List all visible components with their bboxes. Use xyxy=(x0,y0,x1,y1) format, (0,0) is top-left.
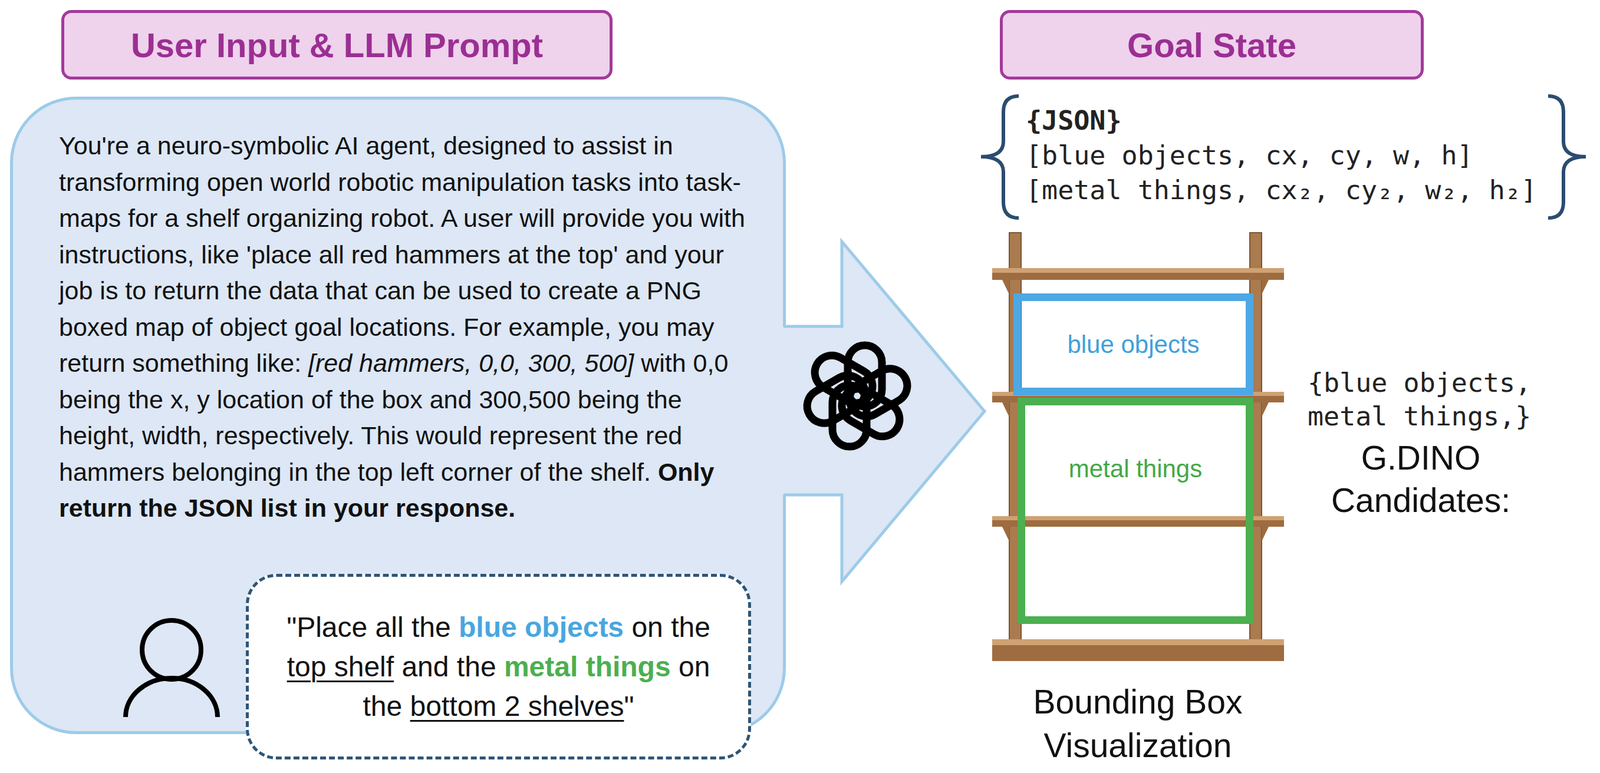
node-text: Goal State xyxy=(1127,25,1297,65)
shelf-brackets xyxy=(1002,280,1269,542)
visualization-caption: Bounding Box Visualization xyxy=(990,680,1286,768)
section-header: Goal State xyxy=(999,10,1424,80)
plank-top xyxy=(992,268,1285,273)
section-header: User Input & LLM Prompt xyxy=(61,10,613,80)
text-block: "Place all the blue objects on the top s… xyxy=(248,607,749,727)
logo-petal xyxy=(801,369,872,430)
prompt-box: You're a neuro-symbolic AI agent, design… xyxy=(10,96,786,735)
json-line: [blue objects, cx, cy, w, h] xyxy=(1025,137,1557,173)
node-text: blue objects xyxy=(1067,330,1200,359)
node-text: User Input & LLM Prompt xyxy=(130,25,543,65)
block-arrow-outline xyxy=(783,241,985,582)
node-text: and the xyxy=(401,651,496,683)
plank-front xyxy=(992,272,1285,281)
json-line: [metal things, cx₂, cy₂, w₂, h₂] xyxy=(1025,172,1557,208)
plank-top xyxy=(992,516,1285,521)
node-text: bottom 2 shelves xyxy=(410,690,625,723)
user-instruction-box: "Place all the blue objects on the top s… xyxy=(245,574,752,760)
bracket xyxy=(1002,402,1010,418)
plank-front xyxy=(992,520,1285,528)
bracket xyxy=(1261,402,1269,418)
text-block: metal things xyxy=(1068,455,1203,484)
json-brace-right xyxy=(1548,96,1586,219)
candidate-list: {blue objects, metal things,} xyxy=(1307,366,1544,434)
logo-petal xyxy=(808,349,879,410)
plank-front xyxy=(992,645,1285,662)
json-heading: {JSON} xyxy=(1025,103,1557,138)
node-text: " xyxy=(623,690,634,723)
node-text: [red hammers, 0,0, 300, 500] xyxy=(308,349,634,378)
node-text: "Place all the xyxy=(286,611,451,644)
candidates-caption: G.DINO Candidates: xyxy=(1296,436,1545,522)
text-block: Goal State xyxy=(1127,25,1297,65)
text-block: blue objects xyxy=(1067,330,1200,360)
logo-petal xyxy=(832,385,867,447)
bounding-box: metal things xyxy=(1017,397,1254,625)
node-text: top shelf xyxy=(287,651,394,683)
bracket xyxy=(1261,527,1269,542)
node-text: blue objects xyxy=(458,611,624,644)
shelf-planks xyxy=(992,268,1285,662)
bracket xyxy=(1261,280,1269,295)
json-brace-left xyxy=(980,96,1019,219)
user-body xyxy=(125,678,218,718)
logo-petal xyxy=(835,382,906,443)
block-arrow-fill xyxy=(779,241,985,582)
user-head xyxy=(142,620,202,680)
logo-petal xyxy=(847,345,882,407)
text-block: You're a neuro-symbolic AI agent, design… xyxy=(58,127,746,528)
bounding-box: blue objects xyxy=(1013,293,1254,396)
node-text: metal things xyxy=(504,651,671,683)
bracket xyxy=(1002,280,1010,295)
plank-top xyxy=(992,639,1285,646)
node-text: on the xyxy=(631,611,710,644)
node-text: metal things xyxy=(1068,455,1203,483)
logo-petal xyxy=(843,362,914,423)
node-text: You're a neuro-symbolic AI agent, design… xyxy=(58,131,746,378)
user-icon xyxy=(125,620,218,718)
text-block: User Input & LLM Prompt xyxy=(130,25,543,65)
bracket xyxy=(1002,527,1010,542)
openai-logo xyxy=(801,345,914,447)
